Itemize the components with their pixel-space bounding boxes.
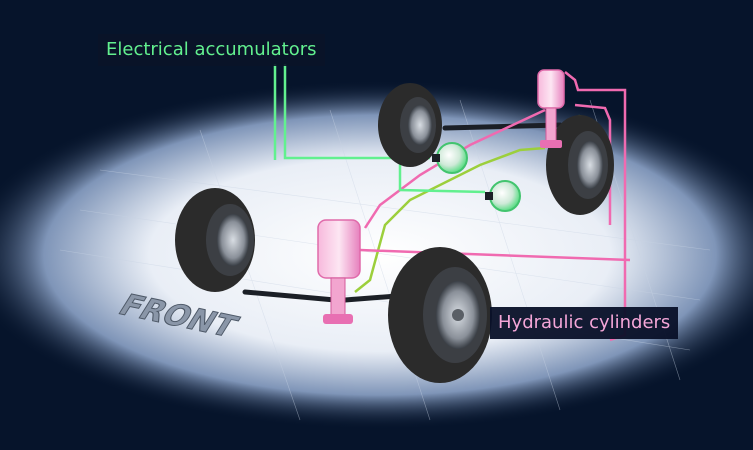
hydraulic-cylinder-rear [537, 69, 565, 148]
wheel-rear-left [378, 83, 442, 167]
accumulator-leaders [273, 64, 486, 194]
wheel-front-right [388, 247, 492, 383]
wheel-front-left [175, 188, 255, 292]
hydraulic-cylinder-front [317, 219, 361, 324]
accumulators-callout: Electrical accumulators [98, 34, 325, 66]
wheel-rear-right [546, 115, 614, 215]
electrical-accumulator-2 [485, 180, 521, 212]
cylinders-callout: Hydraulic cylinders [490, 307, 679, 339]
electrical-accumulator-1 [432, 142, 468, 174]
